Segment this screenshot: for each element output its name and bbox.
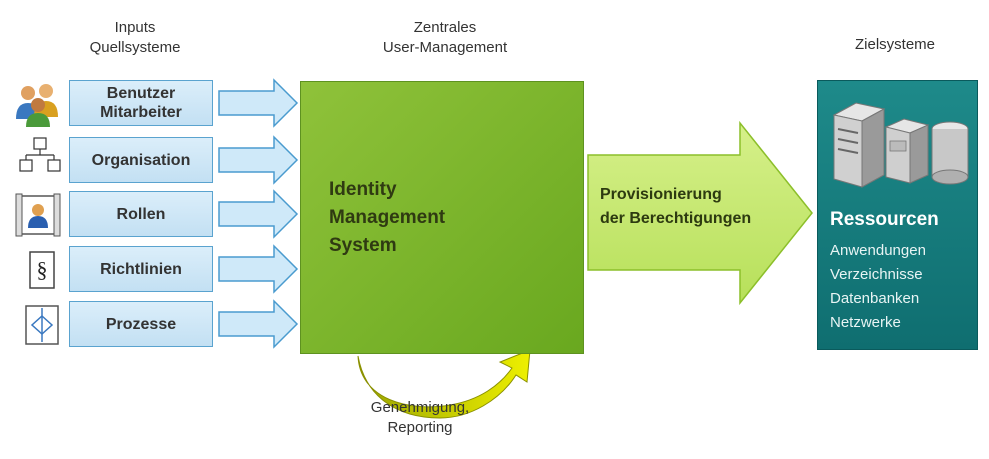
provisioning-label-line: der Berechtigungen <box>600 210 752 227</box>
ims-title-line: Identity <box>329 179 397 200</box>
input-arrow-prozesse <box>218 299 299 349</box>
target-systems-box: Ressourcen Anwendungen Verzeichnisse Dat… <box>817 80 978 350</box>
identity-management-box: Identity Management System <box>300 81 584 354</box>
process-icon <box>25 305 59 345</box>
inputs-header: Inputs Quellsysteme <box>60 18 210 58</box>
resource-item: Datenbanken <box>830 290 920 307</box>
source-box-richtlinien: Richtlinien <box>69 246 213 292</box>
servers-database-icon <box>832 102 969 188</box>
source-label: Mitarbeiter <box>100 104 182 121</box>
org-chart-icon <box>19 137 61 172</box>
ims-title-line: Management <box>329 207 446 228</box>
targets-header: Zielsysteme <box>854 36 936 53</box>
central-header: Zentrales User-Management <box>345 18 545 58</box>
source-box-prozesse: Prozesse <box>69 301 213 347</box>
source-label: Richtlinien <box>100 260 182 278</box>
svg-text:§: § <box>37 257 48 282</box>
users-icon <box>16 84 58 127</box>
source-label: Prozesse <box>105 315 177 333</box>
resource-item: Netzwerke <box>830 314 901 331</box>
central-header-line-2: User-Management <box>382 39 508 56</box>
resources-list: Anwendungen Verzeichnisse Datenbanken Ne… <box>830 239 926 335</box>
resource-item: Anwendungen <box>830 242 926 259</box>
resources-title: Ressourcen <box>830 209 939 230</box>
ims-title-line: System <box>329 235 397 256</box>
feedback-label-line: Genehmigung, <box>370 399 470 416</box>
input-arrow-organisation <box>218 135 299 185</box>
provisioning-label-line: Provisionierung <box>600 186 722 203</box>
feedback-loop-arrow <box>357 349 531 419</box>
source-box-benutzer: Benutzer Mitarbeiter <box>69 80 213 126</box>
provisioning-arrow <box>587 120 813 306</box>
inputs-header-line-2: Quellsysteme <box>89 39 181 56</box>
identity-management-title: Identity Management System <box>329 176 529 260</box>
central-header-line-1: Zentrales <box>413 19 477 36</box>
paragraph-icon: § <box>29 251 55 289</box>
source-box-rollen: Rollen <box>69 191 213 237</box>
role-badge-icon <box>15 193 61 237</box>
inputs-header-line-1: Inputs <box>114 19 156 36</box>
input-arrow-rollen <box>218 189 299 239</box>
resource-item: Verzeichnisse <box>830 266 923 283</box>
source-label: Benutzer <box>106 85 176 102</box>
input-arrow-benutzer <box>218 78 299 128</box>
source-label: Rollen <box>116 205 166 223</box>
feedback-label-line: Reporting <box>387 419 453 436</box>
source-label: Organisation <box>91 151 191 169</box>
feedback-label: Genehmigung, Reporting <box>340 398 500 438</box>
source-box-organisation: Organisation <box>69 137 213 183</box>
provisioning-label: Provisionierung der Berechtigungen <box>600 183 805 231</box>
input-arrow-richtlinien <box>218 244 299 294</box>
